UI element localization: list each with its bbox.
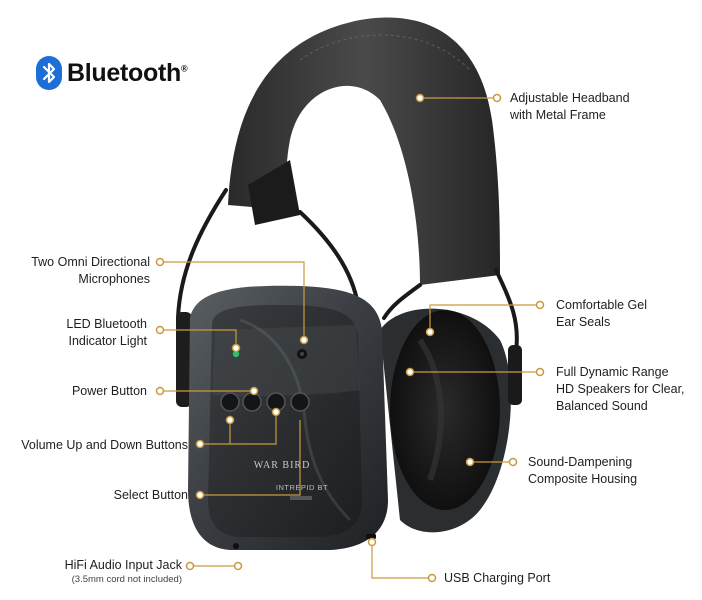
left-hinge: [176, 312, 192, 407]
callout-housing: Sound-Dampening Composite Housing: [528, 454, 637, 488]
callout-line: Full Dynamic Range: [556, 365, 669, 379]
callout-leaders: [160, 97, 540, 579]
callout-line: USB Charging Port: [444, 571, 551, 585]
callout-line: LED Bluetooth: [66, 317, 147, 331]
rear-ear-cup: [380, 308, 522, 533]
callout-microphones: Two Omni Directional Microphones: [31, 254, 150, 288]
callout-select-button: Select Button: [114, 487, 188, 504]
callout-line: HiFi Audio Input Jack: [64, 558, 182, 572]
bluetooth-wordmark: Bluetooth®: [67, 58, 188, 88]
callout-line: Microphones: [78, 272, 150, 286]
callout-line: Select Button: [113, 488, 188, 502]
callout-ear-seals: Comfortable Gel Ear Seals: [556, 297, 647, 331]
led-indicator-light: [232, 350, 240, 358]
callout-line: Comfortable Gel: [556, 298, 648, 312]
callout-line: Two Omni Directional: [31, 255, 150, 269]
metal-frame: [176, 188, 519, 354]
callout-dots: [155, 93, 545, 583]
callout-line: Ear Seals: [556, 315, 611, 329]
callout-note: (3.5mm cord not included): [71, 574, 182, 585]
callout-line: Sound-Dampening: [528, 455, 633, 469]
bluetooth-wordmark-text: Bluetooth: [67, 58, 181, 87]
callout-volume-buttons: Volume Up and Down Buttons: [21, 437, 188, 454]
hifi-audio-jack[interactable]: [233, 543, 239, 549]
front-ear-cup: WAR BIRD INTREPID BT: [188, 285, 388, 550]
bluetooth-logo: Bluetooth®: [36, 56, 188, 90]
callout-speakers: Full Dynamic Range HD Speakers for Clear…: [556, 364, 685, 415]
callout-line: Balanced Sound: [556, 399, 648, 413]
callout-line: Volume Up and Down Buttons: [21, 438, 188, 452]
callout-line: Power Button: [71, 384, 147, 398]
callout-line: HD Speakers for Clear,: [556, 382, 685, 396]
callout-line: Adjustable Headband: [510, 91, 630, 105]
usb-charging-port[interactable]: [366, 534, 376, 539]
callout-line: with Metal Frame: [510, 108, 606, 122]
brand-mark: WAR BIRD: [254, 460, 311, 471]
callout-headband: Adjustable Headband with Metal Frame: [510, 90, 630, 124]
headband: [228, 17, 500, 285]
volume-down-button[interactable]: [220, 392, 240, 412]
registered-mark: ®: [180, 63, 188, 74]
callout-hifi-jack: HiFi Audio Input Jack (3.5mm cord not in…: [65, 557, 182, 586]
power-button[interactable]: [242, 392, 262, 412]
model-name: INTREPID BT: [276, 483, 328, 492]
callout-power-button: Power Button: [72, 383, 147, 400]
volume-up-button[interactable]: [290, 392, 310, 412]
bluetooth-icon: [36, 56, 62, 90]
callout-usb-port: USB Charging Port: [444, 570, 550, 587]
callout-led-indicator: LED Bluetooth Indicator Light: [66, 316, 147, 350]
callout-line: Indicator Light: [68, 334, 147, 348]
callout-line: Composite Housing: [528, 472, 638, 486]
